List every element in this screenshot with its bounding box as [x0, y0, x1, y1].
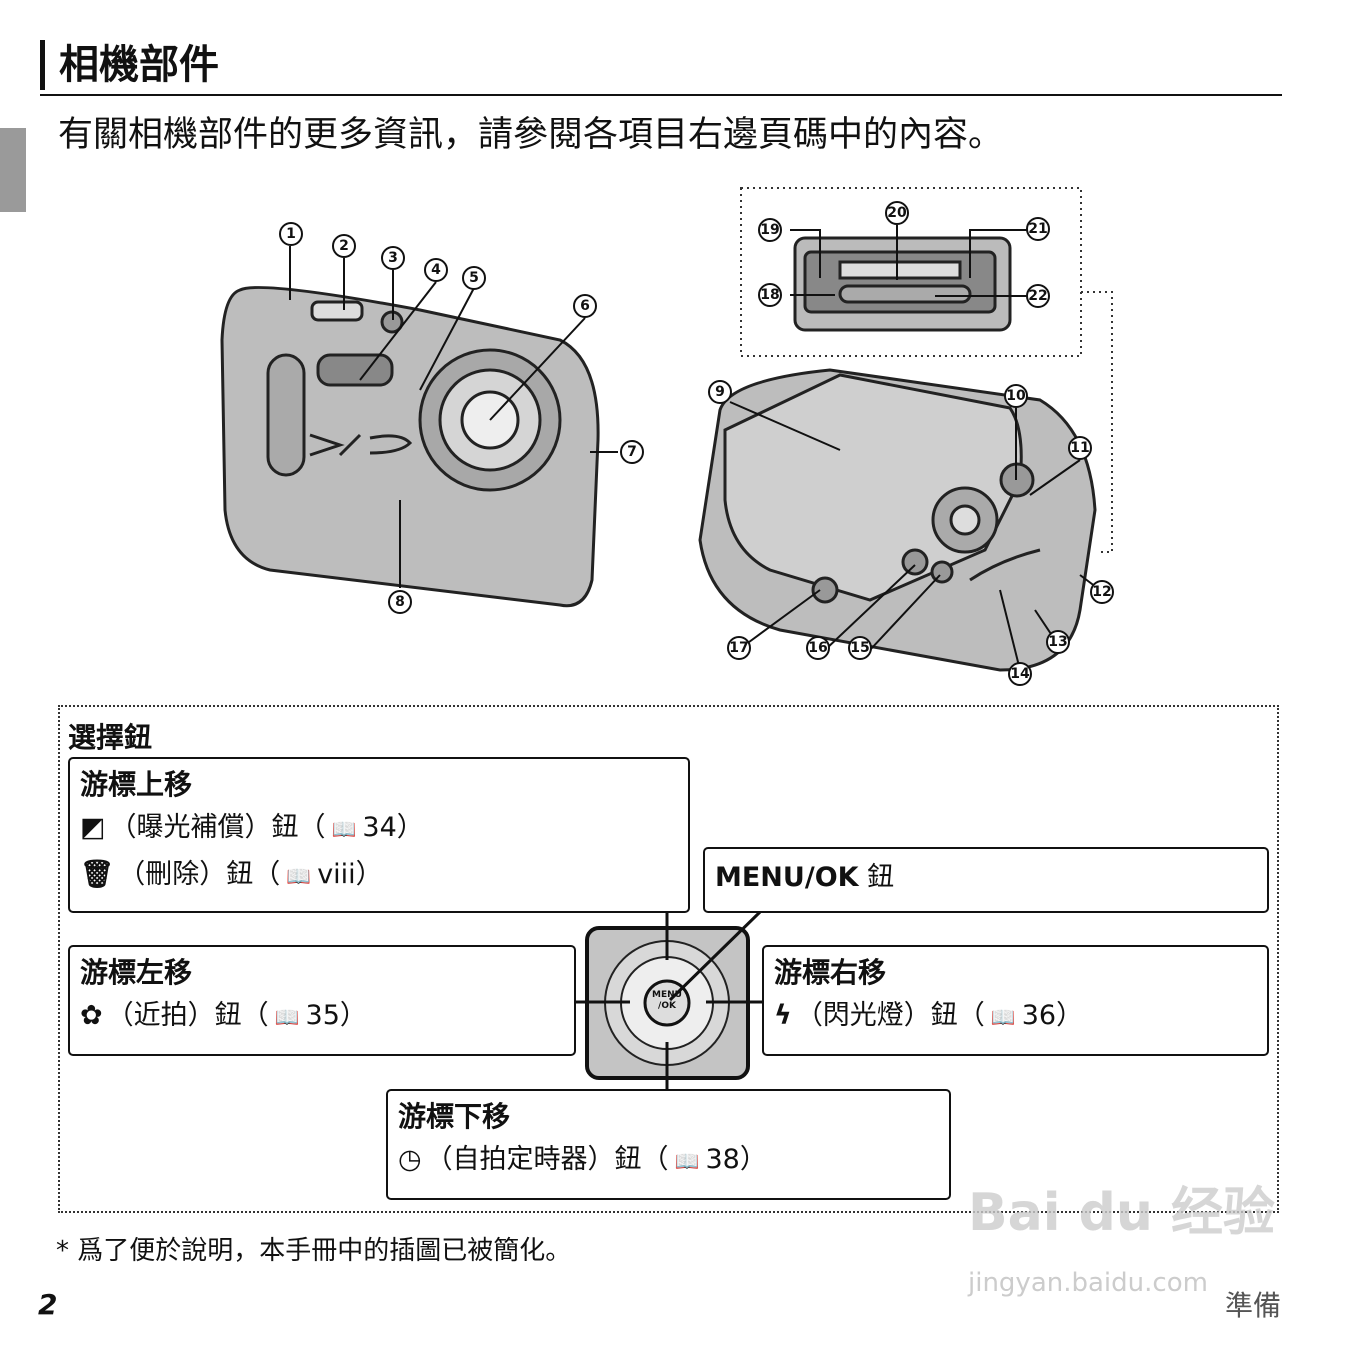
callout-11: 11: [1068, 436, 1092, 460]
callout-19: 19: [758, 218, 782, 242]
callout-10: 10: [1004, 384, 1028, 408]
cursor-up-box: 游標上移 ◩（曝光補償）鈕（📖34） 🗑（刪除）鈕（📖viii）: [68, 757, 690, 913]
page-ref[interactable]: 35）: [305, 1000, 367, 1031]
callout-8: 8: [388, 590, 412, 614]
page-subtitle: 有關相機部件的更多資訊，請參閱各項目右邊頁碼中的內容。: [58, 115, 1004, 155]
book-icon: 📖: [274, 1005, 300, 1029]
trash-icon: 🗑: [80, 859, 115, 890]
delete-text: （刪除）鈕（: [118, 859, 281, 890]
page-number: 2: [38, 1288, 58, 1321]
callout-22: 22: [1026, 284, 1050, 308]
callout-1: 1: [279, 222, 303, 246]
self-timer-icon: ◷: [398, 1144, 422, 1175]
menu-ok-dial-label: MENU /OK: [652, 990, 682, 1011]
book-icon: 📖: [286, 864, 312, 888]
cursor-right-box: 游標右移 ϟ（閃光燈）鈕（📖36）: [762, 945, 1269, 1056]
self-timer-text: （自拍定時器）鈕（: [425, 1144, 669, 1175]
exposure-compensation-icon: ◩: [80, 812, 106, 843]
cursor-left-heading: 游標左移: [80, 956, 193, 989]
macro-text: （近拍）鈕（: [106, 1000, 269, 1031]
selector-section: [58, 705, 1279, 1213]
page-title: 相機部件: [40, 40, 219, 90]
camera-illustration: [220, 187, 1113, 672]
camera-front: [220, 286, 600, 608]
menu-ok-label: MENU/OK: [715, 862, 859, 893]
book-icon: 📖: [331, 817, 357, 841]
callout-4: 4: [424, 258, 448, 282]
page-ref[interactable]: 38）: [705, 1144, 767, 1175]
callout-18: 18: [758, 283, 782, 307]
menu-ok-suffix: 鈕: [858, 862, 895, 893]
page-ref[interactable]: 34）: [362, 812, 424, 843]
selector-title: 選擇鈕: [68, 721, 153, 754]
cursor-down-box: 游標下移 ◷（自拍定時器）鈕（📖38）: [386, 1089, 951, 1200]
page-ref[interactable]: 36）: [1021, 1000, 1084, 1031]
cursor-up-heading: 游標上移: [80, 768, 193, 801]
section-tab: [0, 128, 26, 212]
flash-text: （閃光燈）鈕（: [795, 1000, 985, 1031]
callout-2: 2: [332, 234, 356, 258]
callout-5: 5: [462, 266, 486, 290]
macro-icon: ✿: [80, 1000, 103, 1031]
exposure-compensation-text: （曝光補償）鈕（: [109, 812, 326, 843]
callout-7: 7: [620, 440, 644, 464]
baidu-watermark: Bai du 经验: [968, 1183, 1275, 1243]
callout-17: 17: [727, 636, 751, 660]
callout-12: 12: [1090, 580, 1114, 604]
flash-icon: ϟ: [774, 1000, 792, 1031]
menu-ok-box: MENU/OK 鈕: [703, 847, 1269, 913]
callout-15: 15: [848, 636, 872, 660]
callout-21: 21: [1026, 217, 1050, 241]
cursor-right-heading: 游標右移: [774, 956, 887, 989]
cursor-left-box: 游標左移 ✿（近拍）鈕（📖35）: [68, 945, 576, 1056]
callout-16: 16: [806, 636, 830, 660]
callout-3: 3: [381, 246, 405, 270]
cursor-down-heading: 游標下移: [398, 1100, 511, 1133]
section-name: 準備: [1224, 1289, 1281, 1322]
callout-14: 14: [1008, 662, 1032, 686]
page-ref[interactable]: viii）: [317, 859, 383, 890]
title-rule: [40, 94, 1282, 96]
book-icon: 📖: [990, 1005, 1016, 1029]
callout-9: 9: [708, 380, 732, 404]
baidu-watermark-url: jingyan.baidu.com: [968, 1268, 1208, 1298]
book-icon: 📖: [674, 1149, 700, 1173]
callout-6: 6: [573, 294, 597, 318]
footnote: * 爲了便於說明，本手冊中的插圖已被簡化。: [56, 1236, 572, 1266]
callout-20: 20: [885, 201, 909, 225]
callout-13: 13: [1046, 630, 1070, 654]
